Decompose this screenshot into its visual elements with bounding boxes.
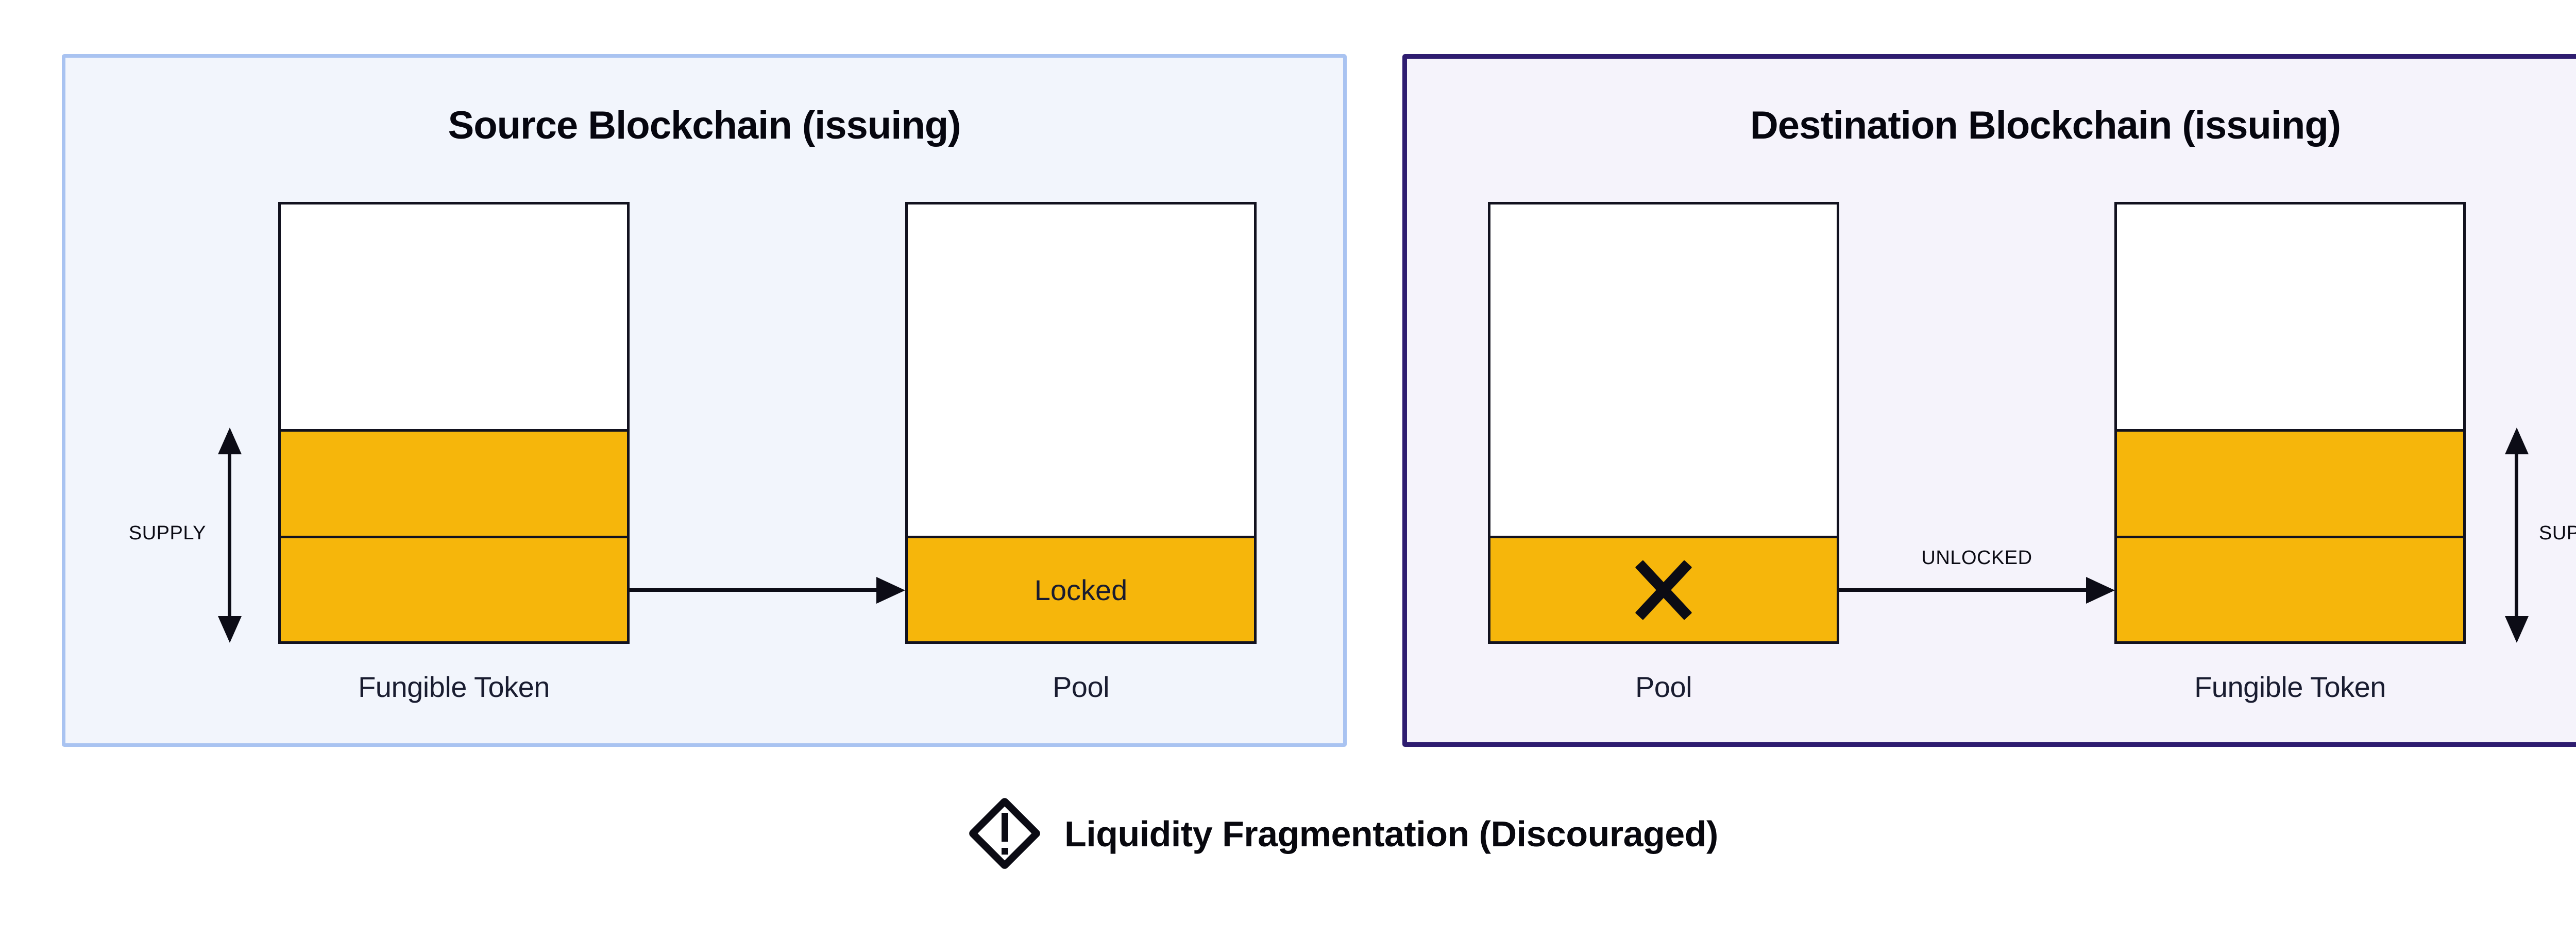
source-fungible-token-label: Fungible Token (358, 671, 550, 703)
destination-fungible-token-label: Fungible Token (2194, 671, 2386, 703)
source-fungible-token-box (278, 202, 630, 644)
lock-arrow (630, 588, 878, 592)
source-panel-title: Source Blockchain (issuing) (448, 104, 961, 147)
unlock-arrowhead-icon (2086, 577, 2115, 604)
supply-arrowhead-down-icon (218, 616, 242, 643)
supply-label-right: SUPPLY (2539, 522, 2576, 544)
exclamation-dot (1002, 848, 1008, 855)
locked-label: Locked (1034, 573, 1128, 606)
supply-arrowhead-up-icon (218, 428, 242, 454)
token-unissued-section (281, 204, 627, 429)
supply-arrowhead-down-icon (2505, 616, 2529, 643)
destination-pool-box (1488, 202, 1839, 644)
supply-arrow-left (228, 452, 231, 618)
warning-diamond-exclamation-icon (965, 794, 1044, 873)
unlock-arrow (1839, 588, 2088, 592)
supply-arrowhead-up-icon (2505, 428, 2529, 454)
pool-empty-section (1490, 204, 1837, 536)
x-mark-icon (1625, 551, 1702, 628)
token-supply-lower-section (2117, 536, 2463, 641)
pool-locked-section: Locked (908, 536, 1254, 641)
source-pool-label: Pool (1052, 671, 1110, 703)
unlocked-label: UNLOCKED (1921, 547, 2032, 569)
lock-arrowhead-icon (876, 577, 905, 604)
supply-arrow-right (2515, 452, 2518, 618)
token-supply-upper-section (2117, 429, 2463, 536)
source-pool-box: Locked (905, 202, 1257, 644)
exclamation-bar (1002, 813, 1008, 842)
pool-unlocked-section (1490, 536, 1837, 641)
destination-fungible-token-box (2114, 202, 2466, 644)
token-unissued-section (2117, 204, 2463, 429)
destination-pool-label: Pool (1635, 671, 1692, 703)
pool-empty-section (908, 204, 1254, 536)
diagram-caption: Liquidity Fragmentation (Discouraged) (1064, 814, 1718, 854)
supply-label-left: SUPPLY (128, 522, 206, 544)
destination-panel-title: Destination Blockchain (issuing) (1750, 104, 2341, 147)
token-supply-upper-section (281, 429, 627, 536)
token-supply-lower-section (281, 536, 627, 641)
